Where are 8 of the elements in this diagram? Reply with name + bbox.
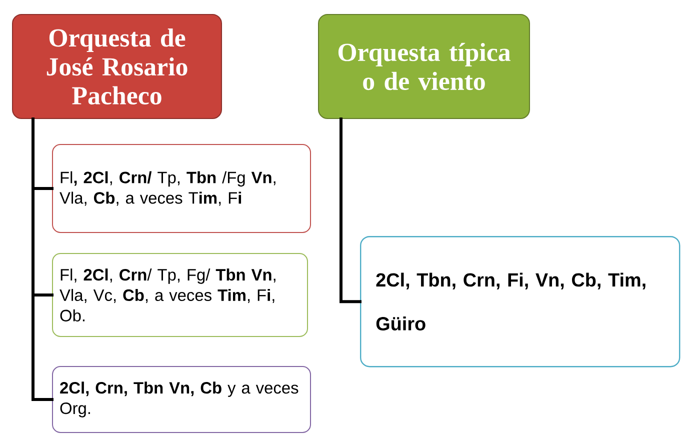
connector-line xyxy=(32,118,54,401)
title-box: Orquesta de José Rosario Pacheco xyxy=(12,14,222,119)
instrument-box: 2Cl, Tbn, Crn, Fi, Vn, Cb, Tim, Güiro xyxy=(360,236,680,368)
connector-line xyxy=(340,118,362,304)
instrument-box: Fl, 2Cl, Crn/ Tp, Tbn /Fg Vn, Vla, Cb, a veces Tim, Fi xyxy=(52,144,311,233)
title-box: Orquesta típica o de viento xyxy=(318,14,530,119)
instrument-box: Fl, 2Cl, Crn/ Tp, Fg/ Tbn Vn, Vla, Vc, Cb, a veces Tim, Fi, Ob. xyxy=(52,253,308,337)
instrument-box: 2Cl, Crn, Tbn Vn, Cb y a veces Org. xyxy=(52,366,311,433)
